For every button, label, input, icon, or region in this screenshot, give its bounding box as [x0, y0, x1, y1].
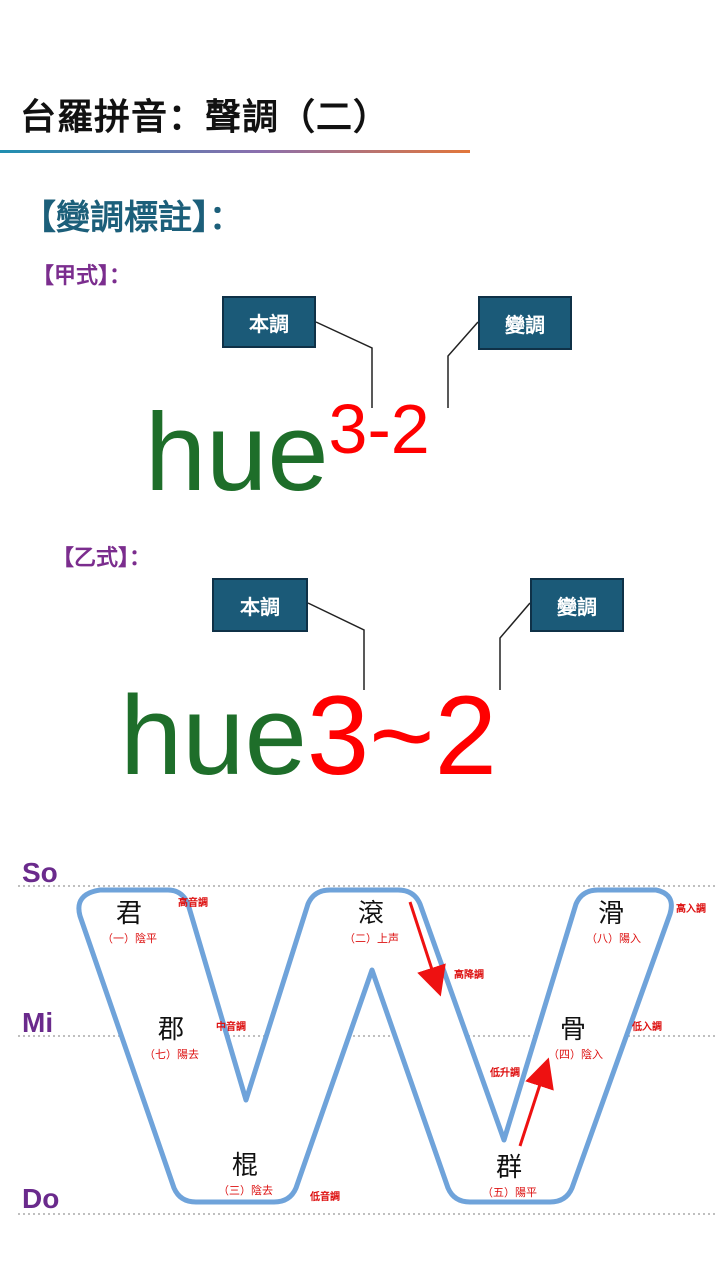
tone-char-gu: 骨: [560, 1015, 586, 1045]
rising-arrow: [518, 1057, 554, 1147]
tone-char-jun: 君: [116, 899, 142, 929]
tone-name-qun: （五）陽平: [482, 1186, 537, 1199]
level-label-mi: Mi: [22, 1007, 53, 1038]
tone-name-jun: （一）陰平: [102, 931, 157, 945]
tone-w-diagram: So Mi Do 君 （一）陰平 高音調 郡 （七）陽去 中音調 棍 （三）陰去…: [18, 857, 715, 1215]
level-label-do: Do: [22, 1183, 59, 1214]
level-label-so: So: [22, 857, 58, 888]
tone-name-gun: （三）陰去: [218, 1183, 273, 1197]
tone-name-gun2: （二）上声: [344, 931, 399, 945]
pitch-label-high-falling: 高降調: [454, 968, 484, 981]
tone-name-gu: （四）陰入: [548, 1047, 603, 1061]
jia-tone-notation: 3-2: [328, 390, 430, 468]
yi-heading: 【乙式】：: [52, 545, 152, 571]
tone-char-hua: 滑: [598, 899, 624, 929]
jia-base-connector: [315, 321, 373, 408]
page-title: 台羅拼音：聲調（二）: [20, 96, 391, 138]
pitch-label-mid: 中音調: [216, 1020, 246, 1033]
pitch-label-low: 低音調: [309, 1190, 340, 1203]
w-shape-outline: [76, 887, 674, 1205]
yi-sandhi-connector: [499, 602, 531, 690]
jia-sandhi-connector: [447, 321, 479, 408]
jia-heading: 【甲式】：: [32, 263, 132, 289]
pitch-label-high: 高音調: [178, 896, 208, 909]
jia-base-tone-label: 本調: [222, 296, 316, 348]
pitch-label-low-checked: 低入調: [631, 1020, 662, 1033]
yi-base-connector: [307, 602, 365, 690]
tone-name-jun7: （七）陽去: [144, 1048, 199, 1061]
section-heading: 【變調標註】：: [22, 198, 243, 238]
connector-lines: [307, 321, 531, 690]
jia-syllable: hue: [145, 391, 329, 514]
falling-arrow: [408, 901, 446, 997]
tone-char-gun: 棍: [232, 1151, 258, 1181]
yi-sandhi-tone-label: 變調: [530, 578, 624, 632]
yi-syllable: hue: [120, 673, 307, 798]
jia-example: hue3-2: [145, 394, 430, 508]
tone-name-hua: （八）陽入: [586, 932, 641, 945]
pitch-label-high-checked: 高入調: [676, 902, 706, 915]
yi-tone-notation: 3~2: [306, 673, 497, 798]
tone-char-qun: 群: [496, 1153, 522, 1183]
tone-char-gun2: 滾: [358, 899, 384, 929]
yi-example: hue3~2: [120, 680, 497, 792]
pitch-label-low-rising: 低升調: [489, 1066, 520, 1079]
jia-sandhi-tone-label: 變調: [478, 296, 572, 350]
tone-char-jun7: 郡: [158, 1015, 184, 1045]
title-underline: [0, 150, 470, 153]
yi-base-tone-label: 本調: [212, 578, 308, 632]
